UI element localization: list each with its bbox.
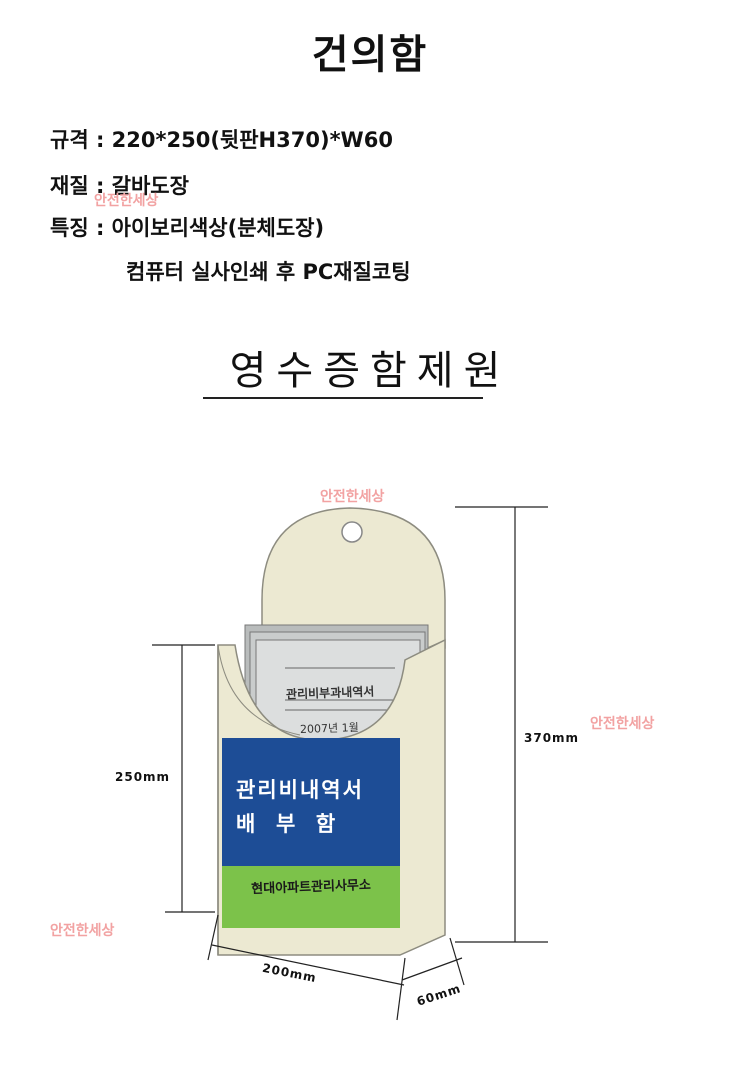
dimension-lines [152, 506, 548, 1021]
watermark-3: 안전한세상 [590, 716, 655, 732]
section-subtitle: 영수증함제원 [229, 348, 511, 394]
watermark-2: 안전한세상 [320, 489, 385, 505]
spec-feature-extra-value: 컴퓨터 실사인쇄 후 PC재질코팅 [126, 260, 411, 284]
spec-feature-label: 특징 : [50, 216, 112, 240]
dim-height-front: 250mm [115, 770, 171, 784]
spec-size: 규격 : 220*250(뒷판H370)*W60 [50, 124, 393, 154]
spec-feature: 특징 : 아이보리색상(분체도장) [50, 212, 324, 242]
panel-line-2: 배 부 함 [236, 812, 338, 836]
spec-material-label: 재질 : [50, 174, 112, 198]
spec-size-value: 220*250(뒷판H370)*W60 [111, 128, 393, 152]
spec-feature-extra: 컴퓨터 실사인쇄 후 PC재질코팅 [126, 256, 411, 286]
front-panel-blue [222, 738, 400, 866]
subtitle-underline [203, 397, 483, 399]
spec-feature-value: 아이보리색상(분체도장) [111, 216, 325, 240]
front-panel-green [222, 866, 400, 928]
spec-material: 재질 : 갈바도장 [50, 170, 189, 200]
spec-size-label: 규격 : [50, 128, 112, 152]
spec-material-value: 갈바도장 [111, 174, 189, 198]
panel-line-1: 관리비내역서 [236, 778, 364, 802]
paper-title: 관리비부과내역서 [285, 684, 375, 702]
watermark-4: 안전한세상 [50, 923, 115, 939]
page-title: 건의함 [311, 32, 429, 78]
hanging-hole [341, 521, 363, 543]
watermark-1: 안전한세상 [94, 193, 159, 209]
paper-date: 2007년 1월 [299, 720, 359, 737]
back-plate [261, 507, 446, 649]
dim-height-back: 370mm [524, 731, 580, 745]
